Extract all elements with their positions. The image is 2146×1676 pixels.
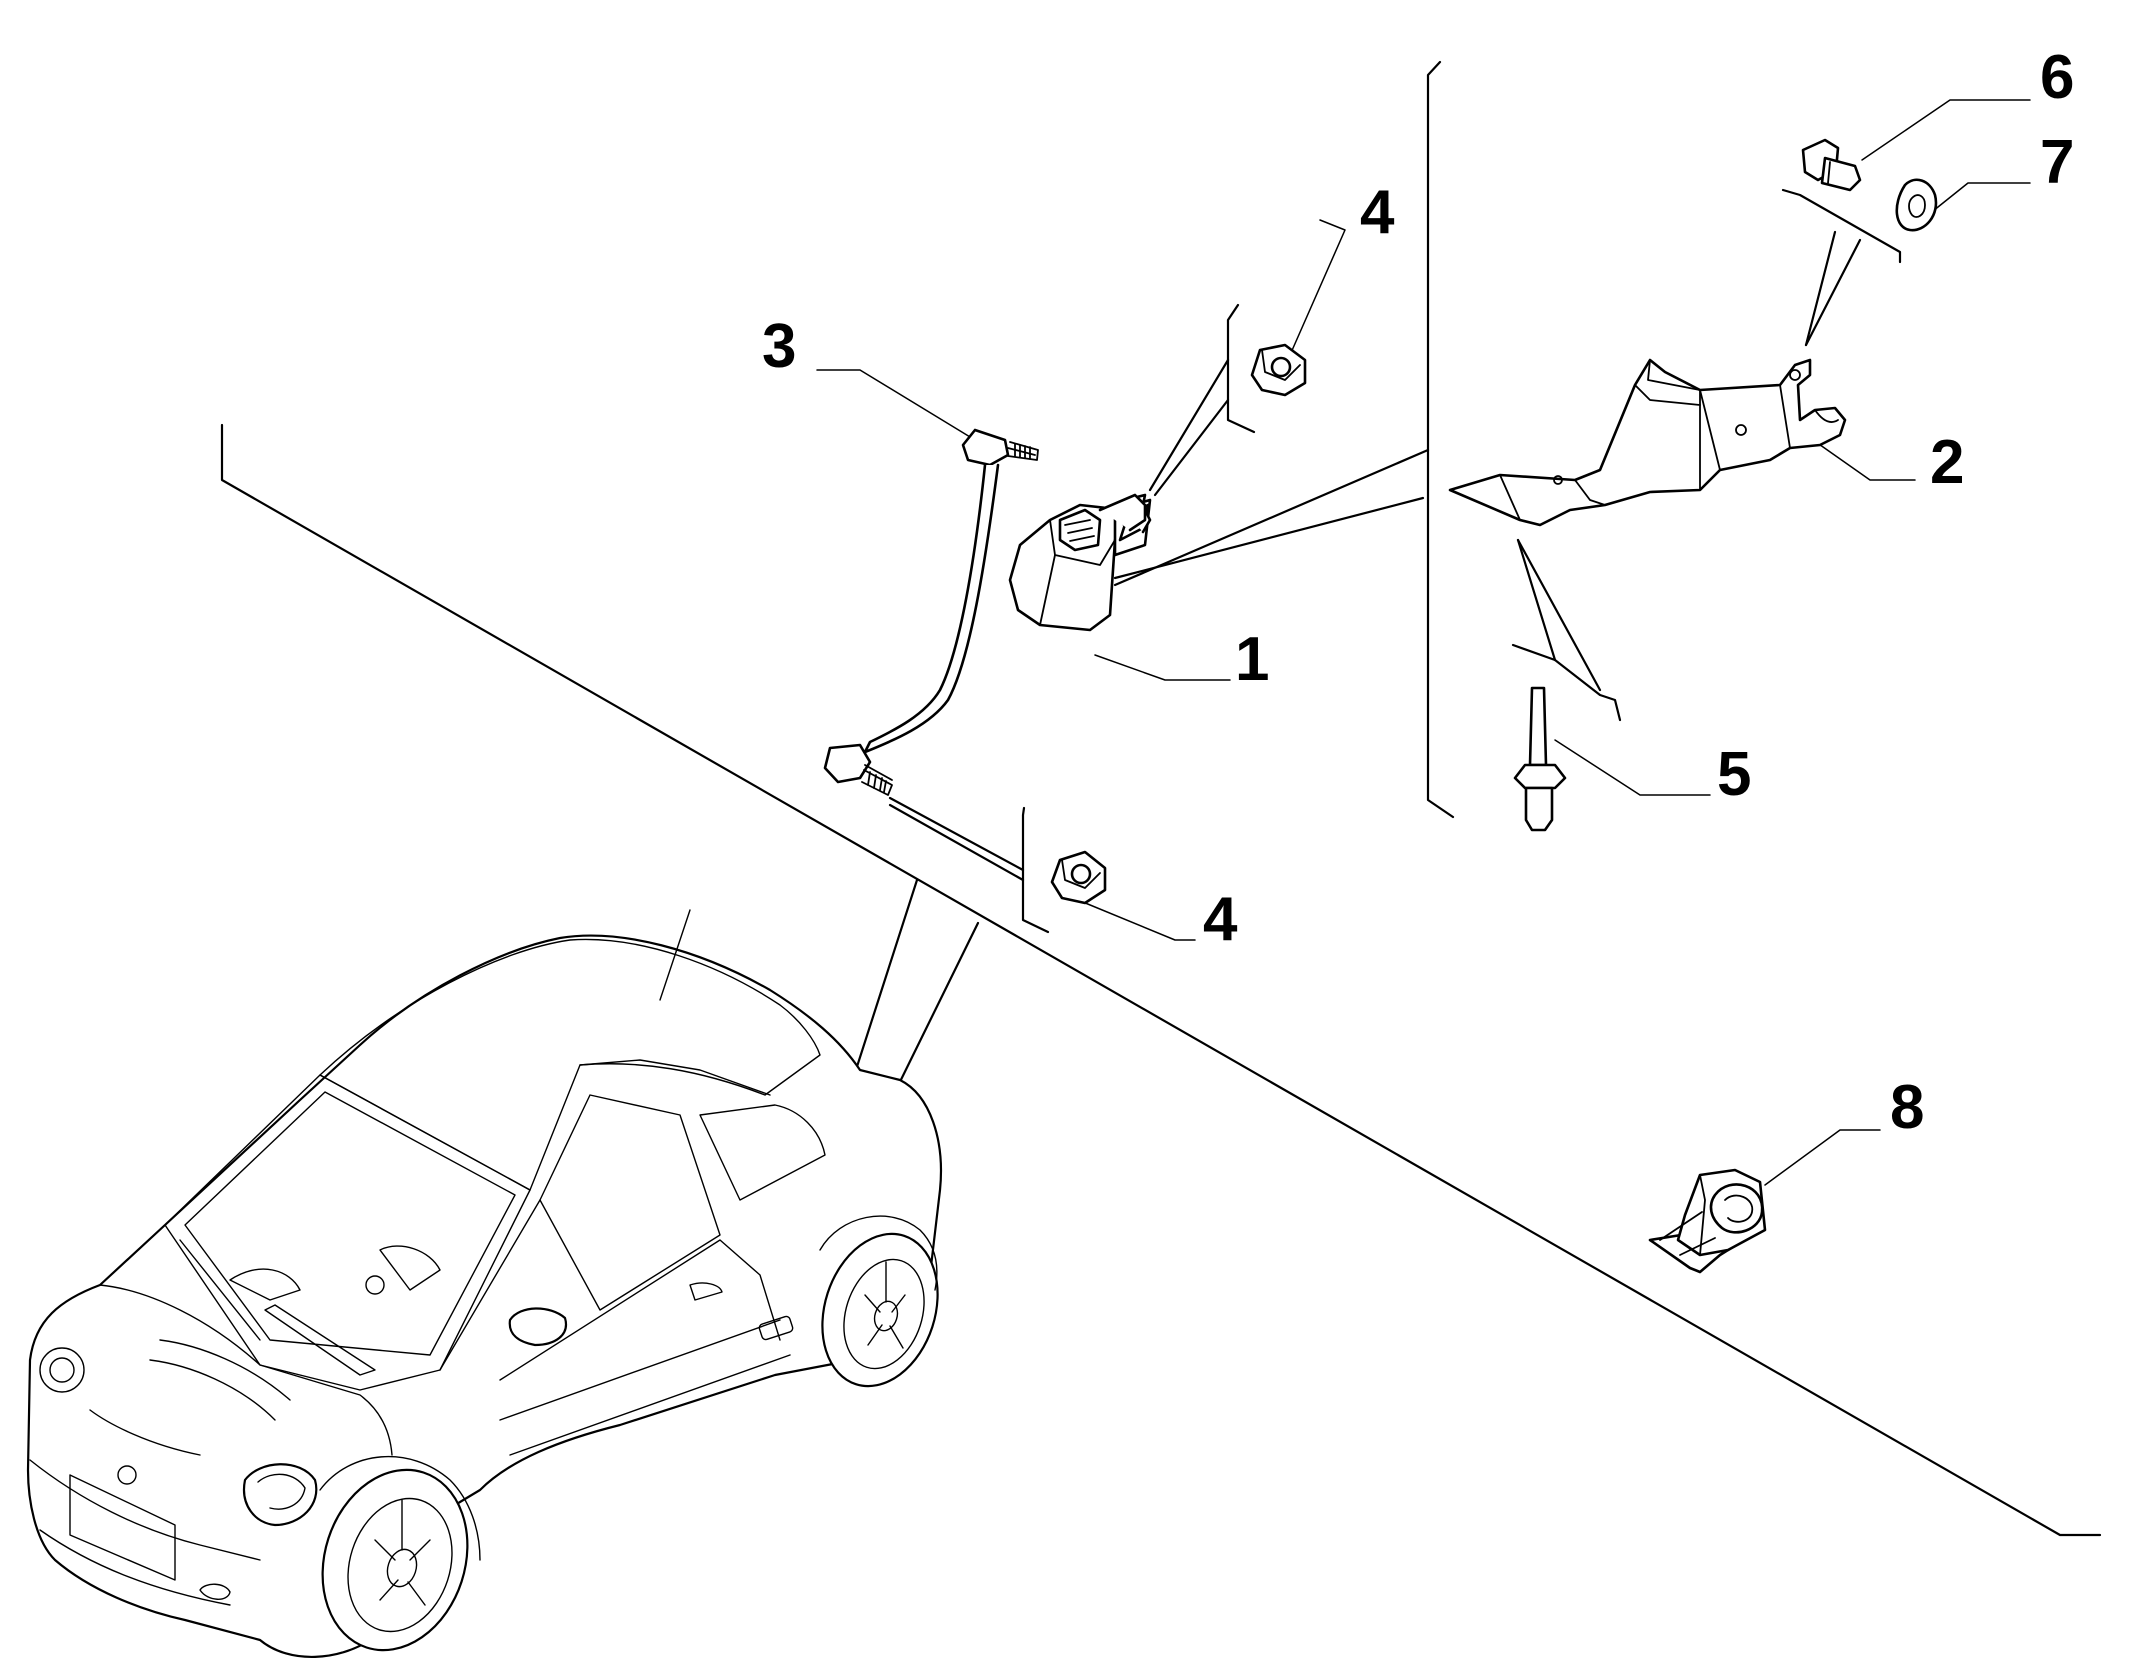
hex-nut-upper-part [1250, 343, 1307, 397]
rivet-part [1513, 686, 1567, 832]
height-sensor-part [1008, 493, 1152, 632]
assembly-guide-lines [220, 60, 2102, 1537]
bolt-part [1801, 138, 1862, 192]
callout-labels: 1 2 3 4 4 5 6 7 8 [762, 43, 2074, 1142]
callout-5: 5 [1717, 740, 1751, 809]
callout-3: 3 [762, 312, 796, 381]
washer-part [1895, 178, 1938, 232]
link-rod-part [823, 428, 1039, 796]
callout-2: 2 [1930, 428, 1964, 497]
mounting-bracket-part [1448, 358, 1847, 527]
hex-nut-lower-part [1050, 850, 1107, 905]
callout-4-upper: 4 [1360, 178, 1395, 247]
callout-8: 8 [1890, 1073, 1924, 1142]
connector-clip-part [1648, 1168, 1767, 1274]
callout-leaders [816, 99, 2031, 1186]
callout-6: 6 [2040, 43, 2074, 112]
callout-4-lower: 4 [1203, 885, 1238, 954]
callout-1: 1 [1235, 625, 1269, 694]
vehicle-illustration [26, 909, 942, 1658]
callout-7: 7 [2040, 128, 2074, 197]
